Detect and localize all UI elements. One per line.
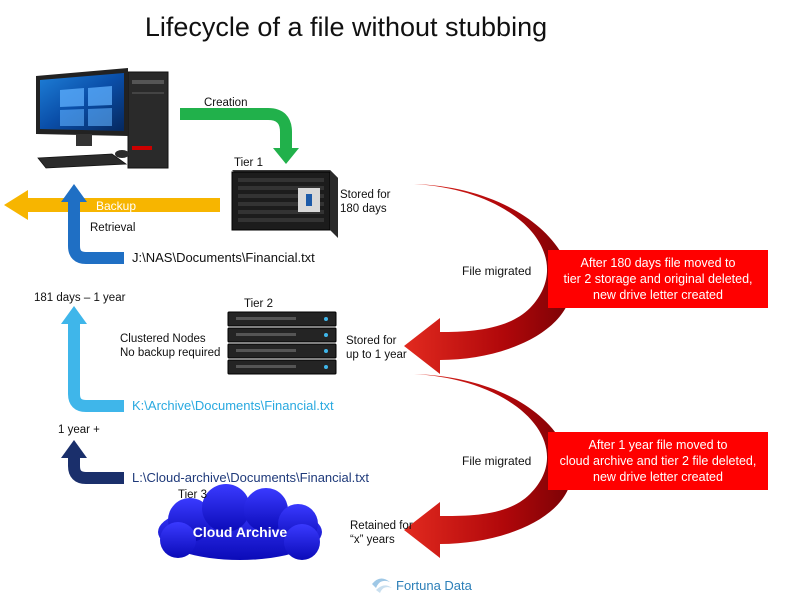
tier2-nodes-line2: No backup required bbox=[120, 347, 221, 359]
tier1-storage-icon bbox=[231, 170, 338, 238]
computer-icon bbox=[36, 68, 169, 169]
migration-1-note: After 180 days file moved to tier 2 stor… bbox=[548, 250, 768, 308]
tier1-stored-line1: Stored for bbox=[340, 189, 391, 201]
tier3-retained-line1: Retained for bbox=[350, 520, 413, 532]
backup-label: Backup bbox=[96, 199, 137, 213]
retrieval-arrow bbox=[68, 200, 124, 264]
creation-label: Creation bbox=[204, 97, 248, 109]
tier2-stored-line2: up to 1 year bbox=[346, 349, 407, 361]
backup-arrowhead bbox=[4, 190, 28, 220]
creation-arrow bbox=[180, 108, 292, 150]
tier2-nodes-line1: Clustered Nodes bbox=[120, 333, 206, 345]
tier3-path: L:\Cloud-archive\Documents\Financial.txt bbox=[132, 470, 369, 485]
tier1-label: Tier 1 bbox=[234, 157, 263, 169]
tier1-path: J:\NAS\Documents\Financial.txt bbox=[132, 250, 315, 265]
page-title: Lifecycle of a file without stubbing bbox=[144, 12, 548, 42]
migration-1-note-line2: tier 2 storage and original deleted, bbox=[563, 272, 753, 286]
fortuna-logo-icon bbox=[372, 578, 392, 593]
migration-arrow-2 bbox=[404, 374, 572, 558]
migration-2-label: File migrated bbox=[462, 454, 532, 468]
migration-2-note: After 1 year file moved to cloud archive… bbox=[548, 432, 768, 490]
creation-arrowhead bbox=[273, 148, 299, 164]
tier3-arrowhead bbox=[61, 440, 87, 458]
cloud-archive-label: Cloud Archive bbox=[192, 524, 288, 540]
migration-2-note-line2: cloud archive and tier 2 file deleted, bbox=[559, 454, 757, 468]
migration-1-note-line3: new drive letter created bbox=[593, 288, 723, 302]
tier1-stored-line2: 180 days bbox=[340, 203, 387, 215]
migration-1-note-line1: After 180 days file moved to bbox=[580, 256, 736, 270]
migration-2-note-line1: After 1 year file moved to bbox=[588, 438, 728, 452]
tier3-age-label: 1 year + bbox=[58, 424, 100, 436]
retrieval-arrowhead bbox=[61, 184, 87, 202]
retrieval-label: Retrieval bbox=[90, 222, 136, 234]
tier3-label: Tier 3 bbox=[178, 489, 207, 501]
tier2-label: Tier 2 bbox=[244, 298, 273, 310]
tier3-arrow bbox=[68, 456, 124, 484]
tier2-path: K:\Archive\Documents\Financial.txt bbox=[132, 398, 334, 413]
migration-1-label: File migrated bbox=[462, 264, 532, 278]
migration-2-note-line3: new drive letter created bbox=[593, 470, 723, 484]
tier2-stored-line1: Stored for bbox=[346, 335, 397, 347]
tier2-arrowhead bbox=[61, 306, 87, 324]
tier2-storage-icon bbox=[227, 311, 337, 375]
cloud-archive-icon bbox=[158, 484, 322, 560]
tier3-retained-line2: “x” years bbox=[350, 534, 395, 546]
tier2-age-label: 181 days – 1 year bbox=[34, 292, 126, 304]
brand-name: Fortuna Data bbox=[396, 578, 472, 593]
tier2-arrow bbox=[68, 322, 124, 412]
migration-arrow-1 bbox=[404, 184, 572, 374]
